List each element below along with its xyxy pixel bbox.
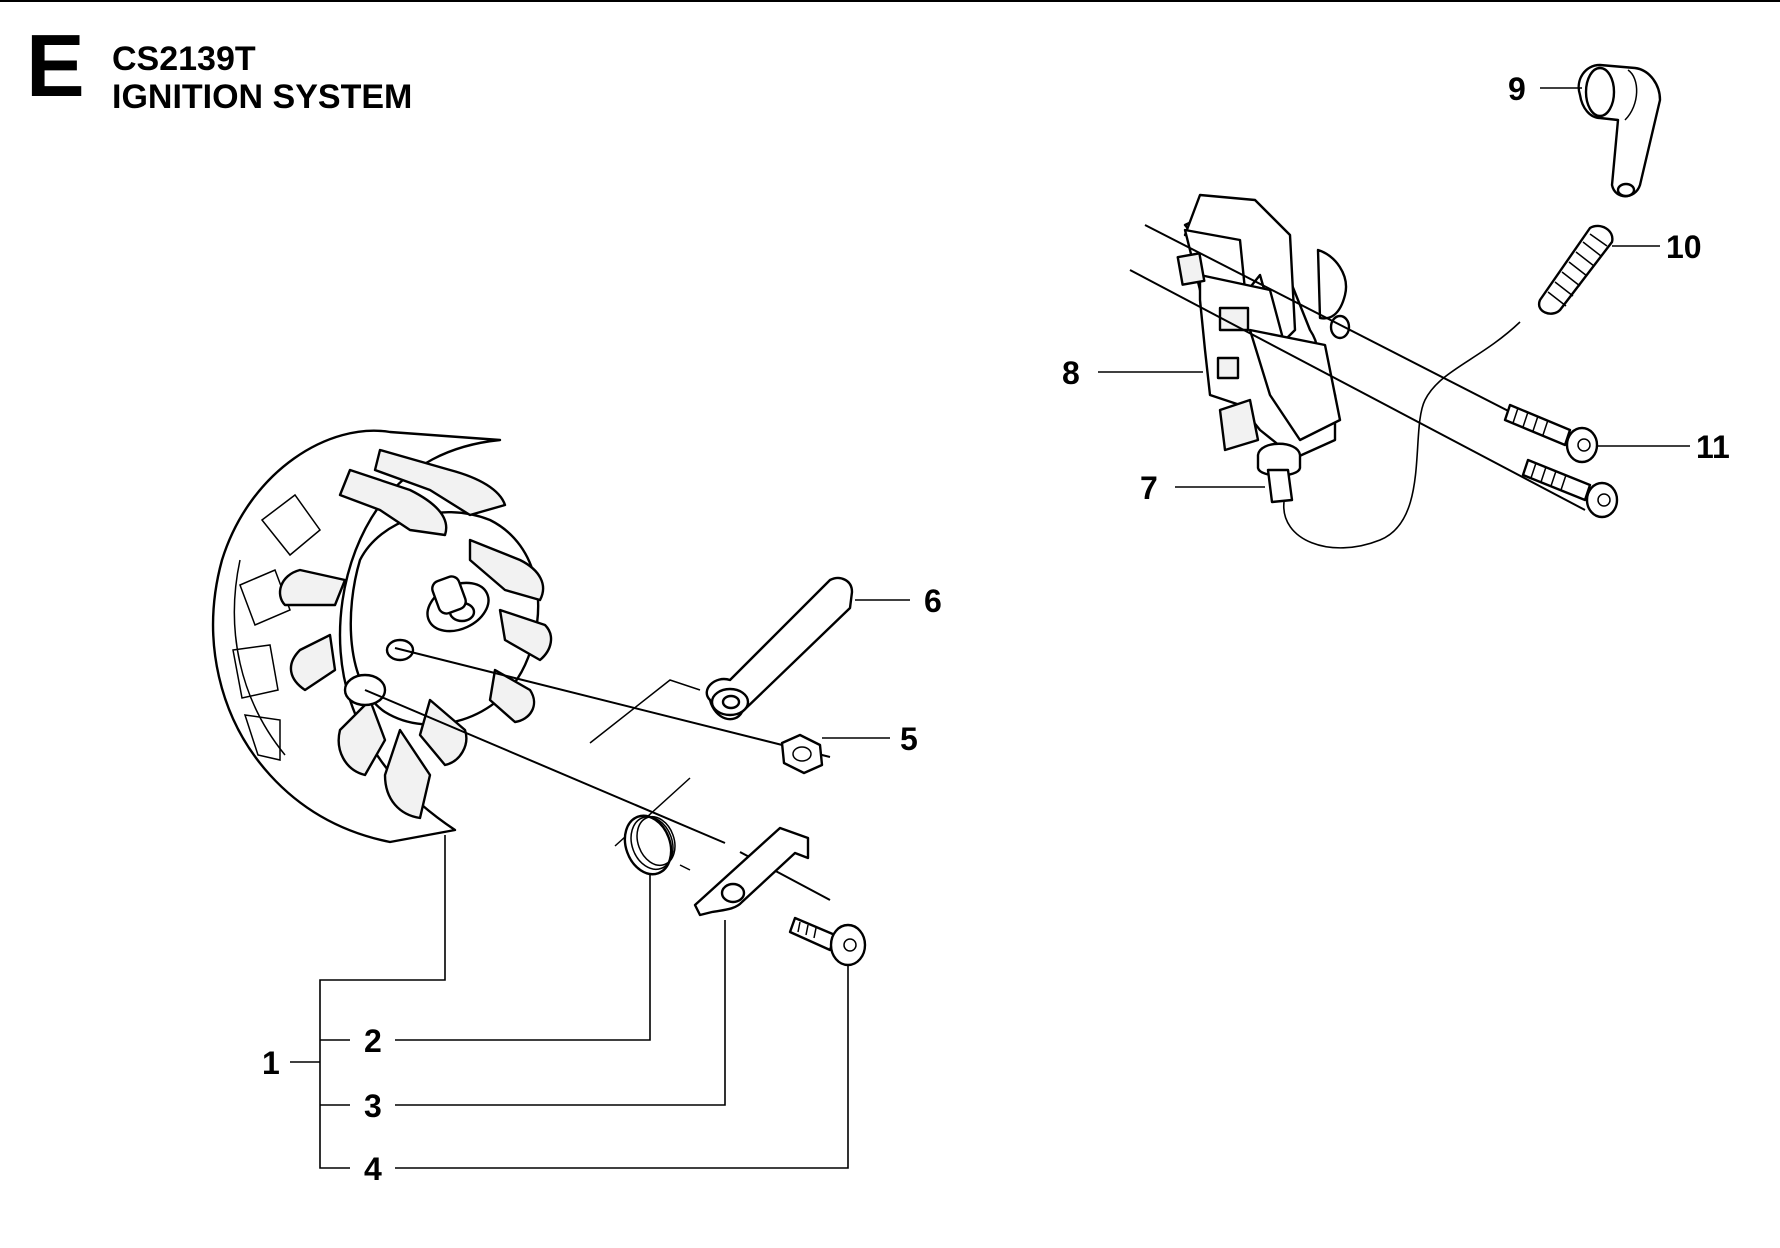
callout-7: 7 [1140, 470, 1158, 506]
screw-part-lower [1521, 458, 1619, 519]
callout-10: 10 [1666, 229, 1702, 265]
leader-lines [290, 87, 1690, 1169]
section-letter: E [26, 16, 85, 115]
nut-part [780, 733, 824, 775]
callout-8: 8 [1062, 355, 1080, 391]
callout-1: 1 [262, 1045, 280, 1081]
axis-line-2 [364, 689, 726, 844]
pawl-part [693, 826, 810, 917]
lever-part [705, 576, 854, 721]
screw-part-upper [1503, 403, 1599, 464]
module-axis-1 [1144, 224, 1566, 441]
title-block: CS2139T IGNITION SYSTEM [112, 40, 412, 116]
flywheel-drawing [211, 429, 553, 844]
callout-11: 11 [1696, 429, 1730, 465]
axis-line-1 [394, 647, 831, 758]
module-axis-2 [1129, 269, 1586, 511]
callout-6: 6 [924, 583, 942, 619]
spring-part [623, 814, 691, 876]
callout-9: 9 [1508, 71, 1526, 107]
callout-2: 2 [364, 1023, 382, 1059]
diagram-title: IGNITION SYSTEM [112, 78, 413, 116]
callout-3: 3 [364, 1088, 382, 1124]
callout-5: 5 [900, 721, 918, 757]
callout-4: 4 [364, 1151, 382, 1187]
top-rule [0, 0, 1780, 2]
plug-spring-part [1537, 224, 1614, 315]
plug-cap-part [1577, 63, 1662, 198]
ignition-module-drawing [1176, 193, 1521, 549]
axis-jog [589, 679, 701, 744]
shoulder-screw-part [788, 916, 867, 967]
model-name: CS2139T [112, 40, 256, 78]
